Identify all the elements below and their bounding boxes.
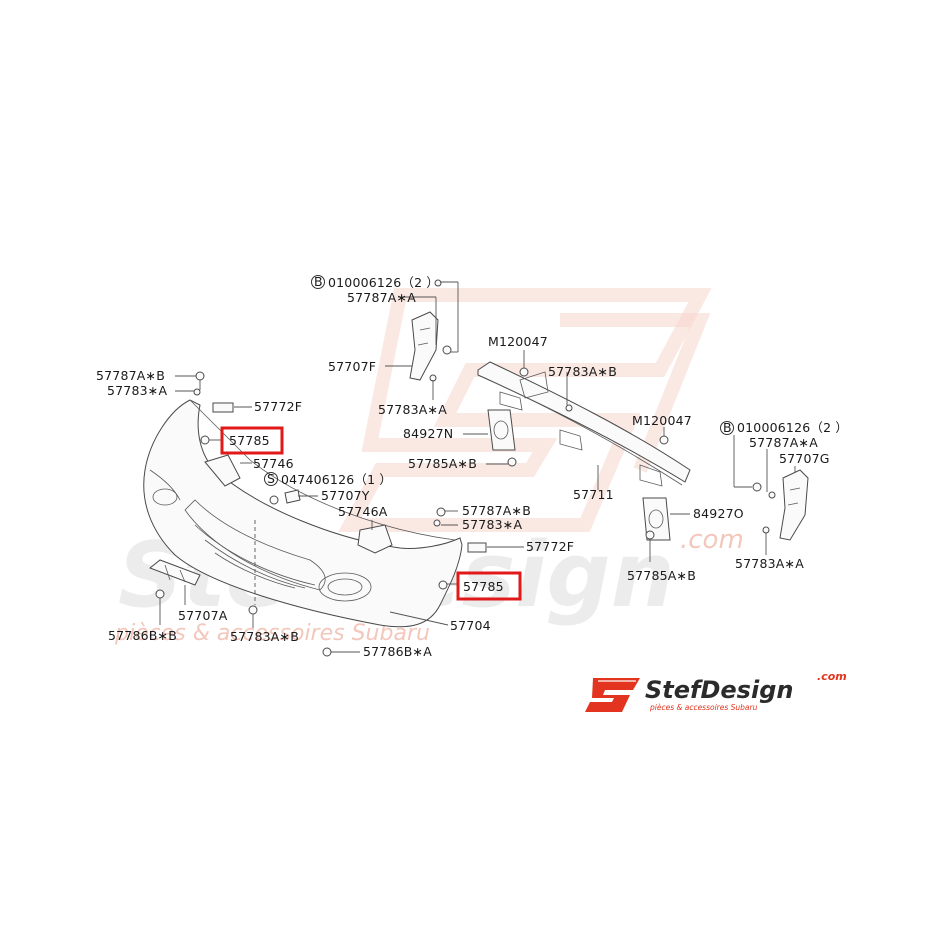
- label-57787A-A-top[interactable]: 57787A∗A: [347, 290, 416, 305]
- marker-s: [264, 472, 278, 486]
- label-57783A-A-mid[interactable]: 57783A∗A: [378, 402, 447, 417]
- reinforcement-bar: [477, 361, 691, 487]
- label-57787A-B-left[interactable]: 57787A∗B: [96, 368, 165, 383]
- marker-s-letter: S: [267, 471, 275, 486]
- label-57711[interactable]: 57711: [573, 487, 614, 502]
- label-57707G[interactable]: 57707G: [779, 451, 830, 466]
- label-57772F-left[interactable]: 57772F: [254, 399, 302, 414]
- marker-b-right-letter: B: [723, 420, 732, 435]
- highlight-57785-center: [456, 571, 522, 601]
- bumper-cover: [143, 399, 463, 628]
- bracket-57707F: [409, 311, 439, 381]
- label-84927O[interactable]: 84927O: [693, 506, 744, 521]
- plate-84927N: [487, 409, 516, 451]
- marker-b-top: [311, 275, 325, 289]
- fasteners: [155, 279, 776, 657]
- label-010006126-top[interactable]: 010006126（2 ）: [328, 275, 439, 290]
- label-57783A-B-right[interactable]: 57783A∗B: [548, 364, 617, 379]
- label-57787A-B-center[interactable]: 57787A∗B: [462, 503, 531, 518]
- part-labels: B 010006126（2 ） 57787A∗A 57707F 57783A∗A…: [96, 274, 848, 659]
- watermark-com: .com: [680, 525, 744, 555]
- label-84927N[interactable]: 84927N: [403, 426, 453, 441]
- label-57785A-B-right[interactable]: 57785A∗B: [627, 568, 696, 583]
- label-57787A-A-right[interactable]: 57787A∗A: [749, 435, 818, 450]
- label-57707F[interactable]: 57707F: [328, 359, 376, 374]
- label-57746[interactable]: 57746: [253, 456, 294, 471]
- logo-tagline: pièces & accessoires Subaru: [649, 703, 758, 712]
- logo-brand: StefDesign: [645, 676, 793, 704]
- label-57785A-B-mid[interactable]: 57785A∗B: [408, 456, 477, 471]
- label-57707Y[interactable]: 57707Y: [321, 488, 370, 503]
- plate-84927O: [642, 497, 671, 541]
- watermark-tagline: pièces & accessoires Subaru: [114, 621, 430, 646]
- logo-sd-emblem: [585, 678, 640, 712]
- label-M120047-top[interactable]: M120047: [488, 334, 548, 349]
- leader-lines: [159, 281, 796, 653]
- label-57785-center[interactable]: 57785: [463, 579, 504, 594]
- marker-b-right: [720, 421, 734, 435]
- label-M120047-right[interactable]: M120047: [632, 413, 692, 428]
- label-57783-A-center[interactable]: 57783∗A: [462, 517, 522, 532]
- label-010006126-right[interactable]: 010006126（2 ）: [737, 420, 848, 435]
- watermark-sd-emblem: [338, 288, 712, 532]
- label-57785-left[interactable]: 57785: [229, 433, 270, 448]
- bracket-57707A: [149, 559, 201, 586]
- label-57746A[interactable]: 57746A: [338, 504, 388, 519]
- bracket-57707G: [779, 469, 809, 541]
- highlight-57785-left: [220, 426, 284, 455]
- label-57772F-center[interactable]: 57772F: [526, 539, 574, 554]
- label-57783A-A-right[interactable]: 57783A∗A: [735, 556, 804, 571]
- label-57704[interactable]: 57704: [450, 618, 491, 633]
- label-57783-A-left[interactable]: 57783∗A: [107, 383, 167, 398]
- label-57783A-B-bottom[interactable]: 57783A∗B: [230, 629, 299, 644]
- label-57786B-A[interactable]: 57786B∗A: [363, 644, 432, 659]
- marker-b-top-letter: B: [314, 274, 323, 289]
- logo-com: .com: [817, 670, 847, 683]
- label-047406126[interactable]: 047406126（1 ）: [281, 472, 392, 487]
- label-57707A[interactable]: 57707A: [178, 608, 228, 623]
- brand-logo: StefDesign .com pièces & accessoires Sub…: [585, 670, 847, 712]
- label-57786B-B[interactable]: 57786B∗B: [108, 628, 177, 643]
